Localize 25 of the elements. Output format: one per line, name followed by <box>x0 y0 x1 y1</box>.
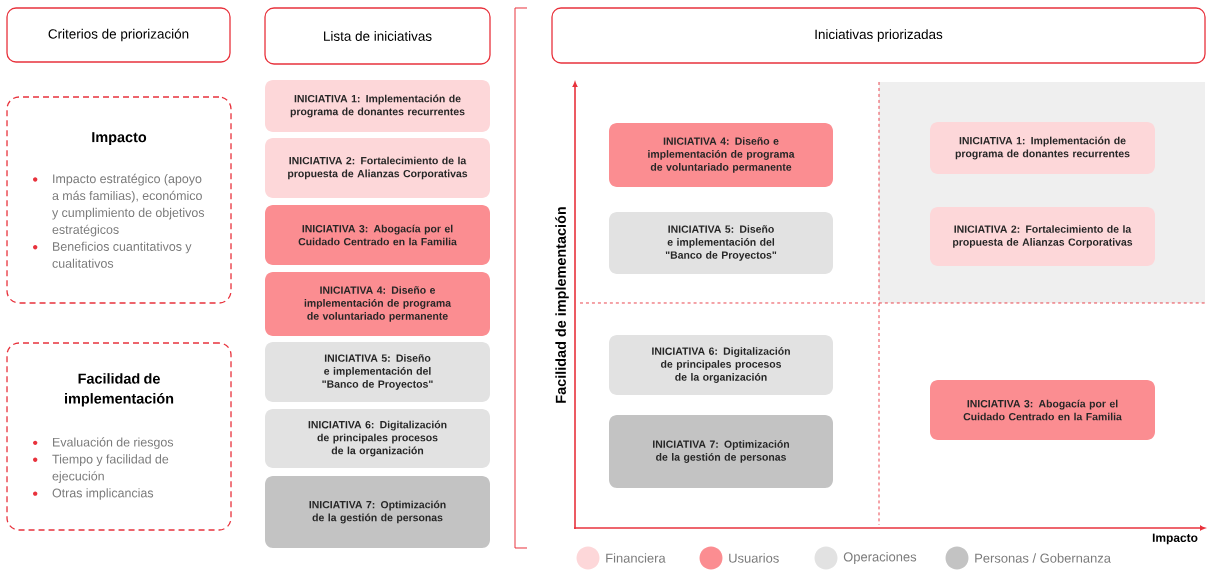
initiative-box: INICIATIVA 4: Diseño e implementación de programa de voluntariado permanente <box>609 123 833 187</box>
header-box: Criterios de priorización <box>6 7 231 63</box>
initiative-box: INICIATIVA 2: Fortalecimiento de la propuesta de Alianzas Corporativas <box>930 207 1155 266</box>
initiative-box: INICIATIVA 4: Diseño e implementación de programa de voluntariado permanente <box>265 272 490 336</box>
header-box: Lista de iniciativas <box>264 7 491 65</box>
criteria-box: Facilidad de implementación Evaluación de riesgos Tiempo y facilidad de ejecución Otras implicancias <box>6 342 232 531</box>
initiative-box: INICIATIVA 3: Abogacía por el Cuidado Centrado en la Familia <box>930 380 1155 440</box>
criteria-box: Impacto Impacto estratégico (apoyo a más familias), económico y cumplimiento de objetivos estratégicos Beneficios cuantitativos y cualitativos <box>6 96 232 304</box>
initiative-box: INICIATIVA 7: Optimización de la gestión de personas <box>265 476 490 548</box>
initiative-box: INICIATIVA 5: Diseño e implementación del "Banco de Proyectos" <box>265 342 490 402</box>
header-box: Iniciativas priorizadas <box>551 7 1206 64</box>
initiative-box: INICIATIVA 1: Implementación de programa de donantes recurrentes <box>930 122 1155 174</box>
initiative-box: INICIATIVA 6: Digitalización de principales procesos de la organización <box>609 335 833 395</box>
axis-label: Facilidad de implementación <box>555 207 569 403</box>
initiative-box: INICIATIVA 3: Abogacía por el Cuidado Centrado en la Familia <box>265 205 490 265</box>
initiative-box: INICIATIVA 6: Digitalización de principales procesos de la organización <box>265 409 490 468</box>
initiative-box: INICIATIVA 1: Implementación de programa de donantes recurrentes <box>265 80 490 132</box>
initiative-box: INICIATIVA 7: Optimización de la gestión de personas <box>609 415 833 488</box>
legend-label: Financiera <box>606 553 666 563</box>
legend-label: Operaciones <box>843 551 917 565</box>
legend-label: Usuarios <box>729 553 779 563</box>
initiative-box: INICIATIVA 5: Diseño e implementación del "Banco de Proyectos" <box>609 212 833 274</box>
initiative-box: INICIATIVA 2: Fortalecimiento de la propuesta de Alianzas Corporativas <box>265 138 490 198</box>
axis-label: Impacto <box>1152 533 1198 545</box>
legend-label: Personas / Gobernanza <box>975 553 1111 563</box>
